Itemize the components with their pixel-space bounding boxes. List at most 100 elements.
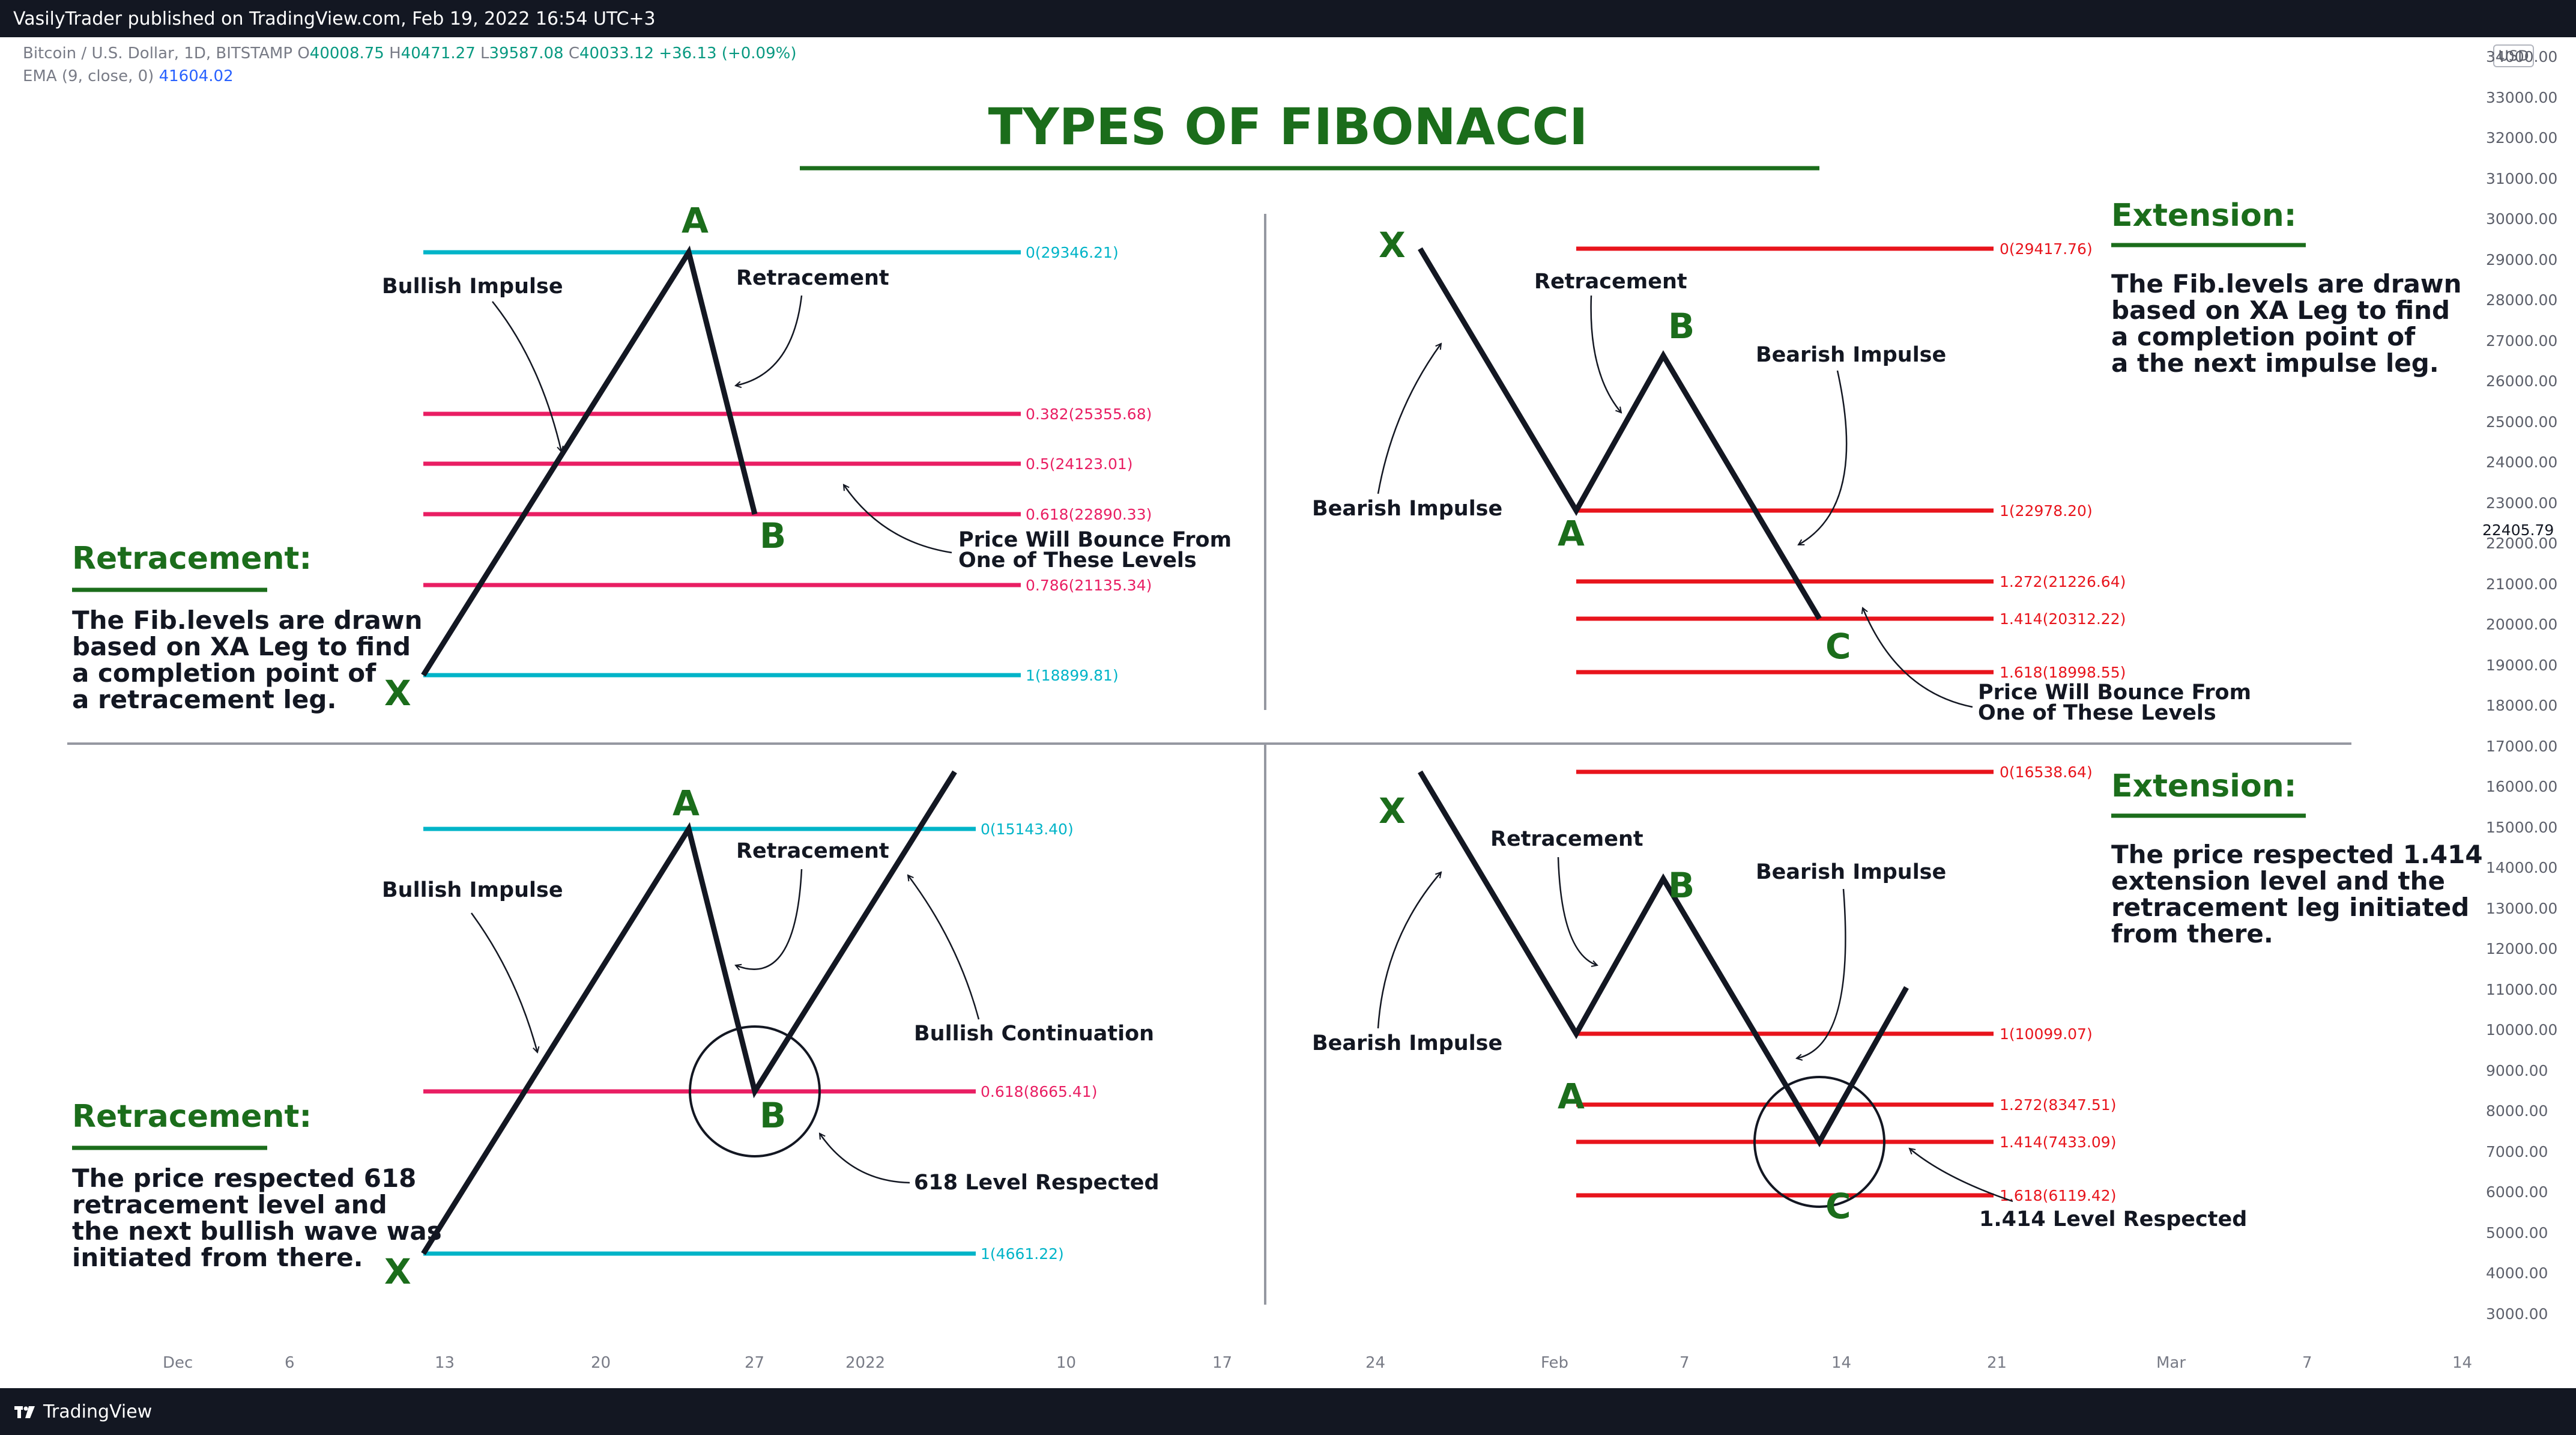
chart-area[interactable]: Bitcoin / U.S. Dollar, 1D, BITSTAMP O400…: [0, 37, 2576, 1388]
q3-point-b: B: [760, 1095, 786, 1136]
q1-arrow-bounce: [844, 485, 952, 554]
price-tick: 4000.00: [2486, 1264, 2548, 1282]
main-title: TYPES OF FIBONACCI: [988, 97, 1588, 156]
q3-desc-line-3: the next bullish wave was: [72, 1216, 442, 1246]
symbol-legend-row[interactable]: Bitcoin / U.S. Dollar, 1D, BITSTAMP O400…: [23, 44, 796, 67]
price-tick: 16000.00: [2486, 778, 2558, 795]
q2-desc-line-3: a completion point of: [2111, 322, 2416, 351]
q4-arrow-bearish-left: [1377, 872, 1441, 1029]
time-tick: 24: [1365, 1354, 1386, 1372]
time-tick: 17: [1212, 1354, 1233, 1372]
price-tick: 7000.00: [2486, 1142, 2548, 1160]
q3-label-bullish-impulse: Bullish Impulse: [382, 878, 563, 902]
price-tick: 22000.00: [2486, 535, 2558, 552]
low-value: 39587.08: [489, 44, 564, 62]
q1-retracement-panel: 0(29346.21) 0.382(25355.68) 0.5(24123.01…: [72, 200, 1232, 714]
q3-desc-line-1: The price respected 618: [72, 1163, 416, 1193]
time-tick: 7: [2302, 1354, 2312, 1372]
price-tick: 9000.00: [2486, 1061, 2548, 1079]
q4-desc-line-4: from there.: [2111, 919, 2273, 948]
price-tick: 8000.00: [2486, 1102, 2548, 1120]
price-tick: 30000.00: [2486, 210, 2558, 228]
q2-arrow-bearish-left: [1377, 344, 1441, 494]
q2-arrow-retracement: [1590, 295, 1621, 413]
q4-label-respected: 1.414 Level Respected: [1979, 1207, 2247, 1231]
q2-desc-line-2: based on XA Leg to find: [2111, 296, 2450, 325]
q1-fib-label-618: 0.618(22890.33): [1026, 506, 1152, 523]
q4-label-bearish-impulse-left: Bearish Impulse: [1312, 1031, 1502, 1055]
open-value: 40008.75: [309, 44, 384, 62]
q1-label-bounce-2: One of These Levels: [958, 548, 1197, 572]
q4-price-path[interactable]: [1418, 770, 1909, 1147]
q4-arrow-bearish: [1797, 888, 1846, 1058]
price-tick: 31000.00: [2486, 169, 2558, 187]
price-tick: 11000.00: [2486, 980, 2558, 998]
q2-price-path[interactable]: [1418, 247, 1822, 620]
q4-extension-panel: 0(16538.64) 1(10099.07) 1.272(8347.51) 1…: [1312, 763, 2483, 1231]
q3-point-a: A: [673, 783, 700, 824]
q1-label-retracement: Retracement: [736, 266, 889, 290]
price-tick: 10000.00: [2486, 1021, 2558, 1039]
price-tick: 19000.00: [2486, 656, 2558, 674]
drawing-canvas[interactable]: TYPES OF FIBONACCI 0(29346.21) 0.382(253…: [0, 37, 2483, 1347]
q3-highlight-circle: [689, 1025, 821, 1157]
ema-label[interactable]: EMA (9, close, 0): [23, 67, 154, 85]
q1-point-b: B: [760, 515, 786, 556]
price-tick: 34000.00: [2486, 48, 2558, 65]
q4-highlight-circle: [1753, 1076, 1885, 1208]
close-label: C: [568, 44, 579, 62]
q1-arrow-retracement: [736, 295, 803, 386]
ema-value: 41604.02: [159, 67, 234, 85]
q2-label-bounce-1: Price Will Bounce From: [1978, 681, 2251, 705]
high-label: H: [389, 44, 401, 62]
q3-fib-label-0: 0(15143.40): [981, 821, 1074, 838]
q2-arrow-bearish: [1798, 370, 1848, 546]
price-tick: 21000.00: [2486, 575, 2558, 593]
q1-desc-line-3: a completion point of: [72, 658, 376, 688]
price-tick: 18000.00: [2486, 697, 2558, 714]
q1-price-path[interactable]: [421, 245, 758, 677]
q1-point-x: X: [384, 673, 411, 714]
q2-desc-line-1: The Fib.levels are drawn: [2111, 269, 2462, 299]
q2-point-b: B: [1668, 306, 1695, 347]
symbol-name[interactable]: Bitcoin / U.S. Dollar, 1D, BITSTAMP: [23, 44, 293, 62]
q2-label-retracement: Retracement: [1534, 270, 1687, 294]
q2-point-c: C: [1825, 626, 1851, 667]
price-tick: 6000.00: [2486, 1183, 2548, 1201]
q3-point-x: X: [384, 1251, 411, 1292]
ema-legend-row[interactable]: EMA (9, close, 0) 41604.02: [23, 67, 796, 90]
q3-label-respected: 618 Level Respected: [914, 1171, 1160, 1195]
price-tick: 5000.00: [2486, 1224, 2548, 1242]
q1-fib-label-786: 0.786(21135.34): [1026, 577, 1152, 594]
tradingview-brand[interactable]: TradingView: [43, 1401, 153, 1422]
q3-price-path[interactable]: [421, 770, 957, 1255]
q4-heading: Extension:: [2111, 768, 2297, 804]
q4-desc-line-1: The price respected 1.414: [2111, 840, 2483, 869]
q1-desc-line-4: a retracement leg.: [72, 685, 336, 714]
q4-desc-line-2: extension level and the: [2111, 866, 2445, 896]
q3-arrow-respected: [820, 1133, 910, 1184]
price-tick: 15000.00: [2486, 818, 2558, 836]
q2-fib-label-0: 0(29417.76): [2000, 240, 2093, 258]
q2-desc-line-4: a the next impulse leg.: [2111, 348, 2439, 378]
price-tick: 26000.00: [2486, 372, 2558, 390]
q4-fib-label-0: 0(16538.64): [2000, 763, 2093, 781]
q1-label-bullish-impulse: Bullish Impulse: [382, 275, 563, 299]
q1-fib-label-5: 0.5(24123.01): [1026, 455, 1133, 473]
q3-fib-label-618: 0.618(8665.41): [981, 1083, 1097, 1100]
price-tick: 27000.00: [2486, 332, 2558, 350]
price-tick: 33000.00: [2486, 88, 2558, 106]
change-value: +36.13 (+0.09%): [659, 44, 797, 62]
q1-heading: Retracement:: [72, 541, 312, 577]
q3-arrow-retracement: [736, 869, 803, 969]
q4-arrow-respected: [1909, 1148, 2013, 1203]
q3-fib-label-1: 1(4661.22): [981, 1245, 1064, 1263]
time-tick: Dec: [163, 1354, 193, 1372]
q3-heading: Retracement:: [72, 1099, 312, 1135]
currency-badge[interactable]: USD: [2493, 44, 2534, 67]
q1-label-bounce-1: Price Will Bounce From: [958, 528, 1232, 552]
time-tick: Mar: [2156, 1354, 2186, 1372]
